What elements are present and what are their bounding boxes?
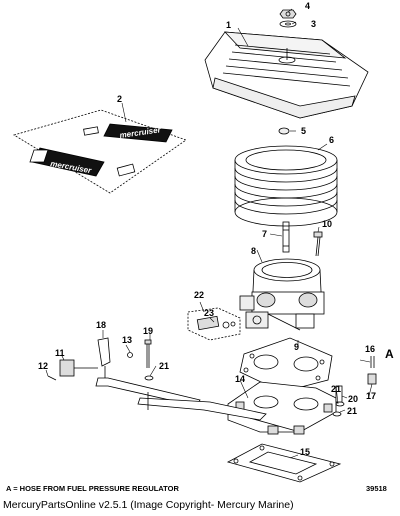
footnote: A = HOSE FROM FUEL PRESSURE REGULATOR [6,484,179,493]
part-throttle-body [239,258,325,331]
callout-9: 9 [294,342,299,352]
part-sensor [187,307,241,341]
callout-20: 20 [348,394,358,404]
callout-17: 17 [366,391,376,401]
part-bolt [144,339,152,368]
part-fitting [335,385,343,403]
callout-6: 6 [329,135,334,145]
callout-3: 3 [311,19,316,29]
callout-12: 12 [38,361,48,371]
part-screw [313,231,323,257]
callout-5: 5 [301,126,306,136]
callout-22: 22 [194,290,204,300]
callout-14: 14 [235,374,245,384]
callout-21-a: 21 [159,361,169,371]
part-clamp [59,359,98,377]
callout-labels: 1 2 3 4 5 6 7 8 9 10 11 12 13 14 15 16 1… [38,1,394,457]
part-decal [13,109,187,194]
figure-id: 39518 [366,484,387,493]
part-cover [204,31,369,119]
callout-7: 7 [262,229,267,239]
callout-10: 10 [322,219,332,229]
callout-1: 1 [226,20,231,30]
label-a: A [385,347,394,361]
part-nut [279,9,297,19]
callout-18: 18 [96,320,106,330]
callout-13: 13 [122,335,132,345]
part-gasket-upper [239,337,333,393]
callout-21-c: 21 [331,384,341,394]
callout-21-b: 21 [347,406,357,416]
part-stud [282,221,290,253]
callout-23: 23 [204,308,214,318]
part-clip [278,127,290,135]
part-hose-fitting [367,356,377,385]
part-washer [279,20,297,28]
part-gasket-lower [226,443,342,483]
part-nut-small [127,352,133,358]
callout-4: 4 [305,1,310,11]
part-bracket [95,337,267,421]
part-flame-arrestor [234,145,338,227]
callout-2: 2 [117,94,122,104]
copyright-notice: MercuryPartsOnline v2.5.1 (Image Copyrig… [3,499,294,511]
callout-15: 15 [300,447,310,457]
callout-11: 11 [55,348,65,358]
part-pin [47,375,57,381]
leader-lines [45,8,373,459]
callout-19: 19 [143,326,153,336]
callout-16: 16 [365,344,375,354]
callout-8: 8 [251,246,256,256]
